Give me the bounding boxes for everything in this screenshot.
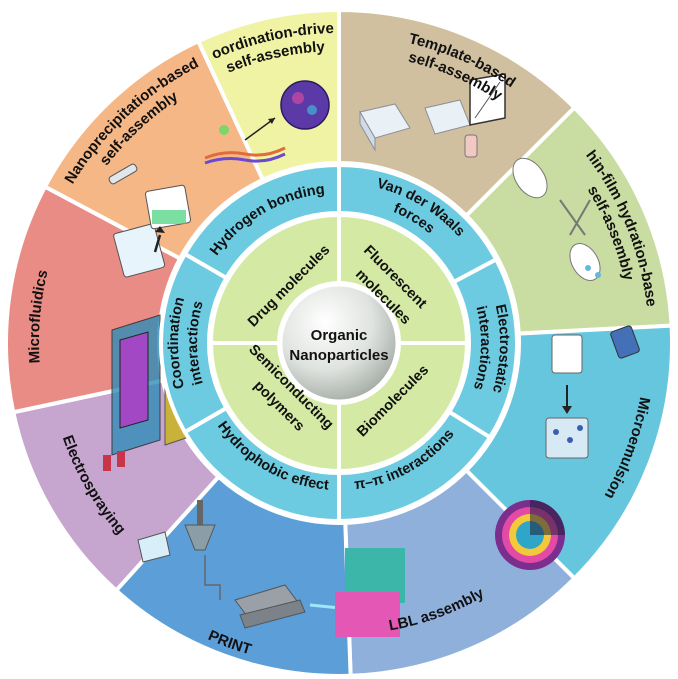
molecule-segment-fluorescent bbox=[337, 212, 470, 345]
molecule-segment-drug bbox=[208, 212, 341, 345]
force-label-coordination: Coordination bbox=[166, 295, 188, 390]
microemulsion-beakers-illustration bbox=[545, 325, 640, 459]
molecule-segment-biomolecules bbox=[337, 341, 470, 474]
lbl-layered-sphere-illustration bbox=[495, 500, 565, 570]
molecule-ring bbox=[208, 212, 470, 474]
nanoprecipitation-beakers-illustration bbox=[108, 163, 192, 278]
nanoparticle-sphere bbox=[279, 283, 399, 403]
coordination-sphere-illustration bbox=[280, 80, 330, 130]
method-illustrations bbox=[103, 73, 640, 637]
dna-strand-illustration bbox=[204, 117, 286, 165]
print-roller-illustration bbox=[234, 548, 405, 637]
center-label-line1: Organic bbox=[311, 327, 368, 344]
method-ring bbox=[4, 7, 674, 678]
force-label-coordination-line2: interactions bbox=[185, 299, 207, 387]
electrospray-illustration bbox=[137, 500, 221, 600]
template-blocks-illustration bbox=[359, 73, 506, 158]
center-label-line2: Nanoparticles bbox=[289, 347, 388, 364]
molecule-segment-semiconducting bbox=[208, 341, 341, 474]
thin-film-tubes-illustration bbox=[512, 157, 601, 281]
